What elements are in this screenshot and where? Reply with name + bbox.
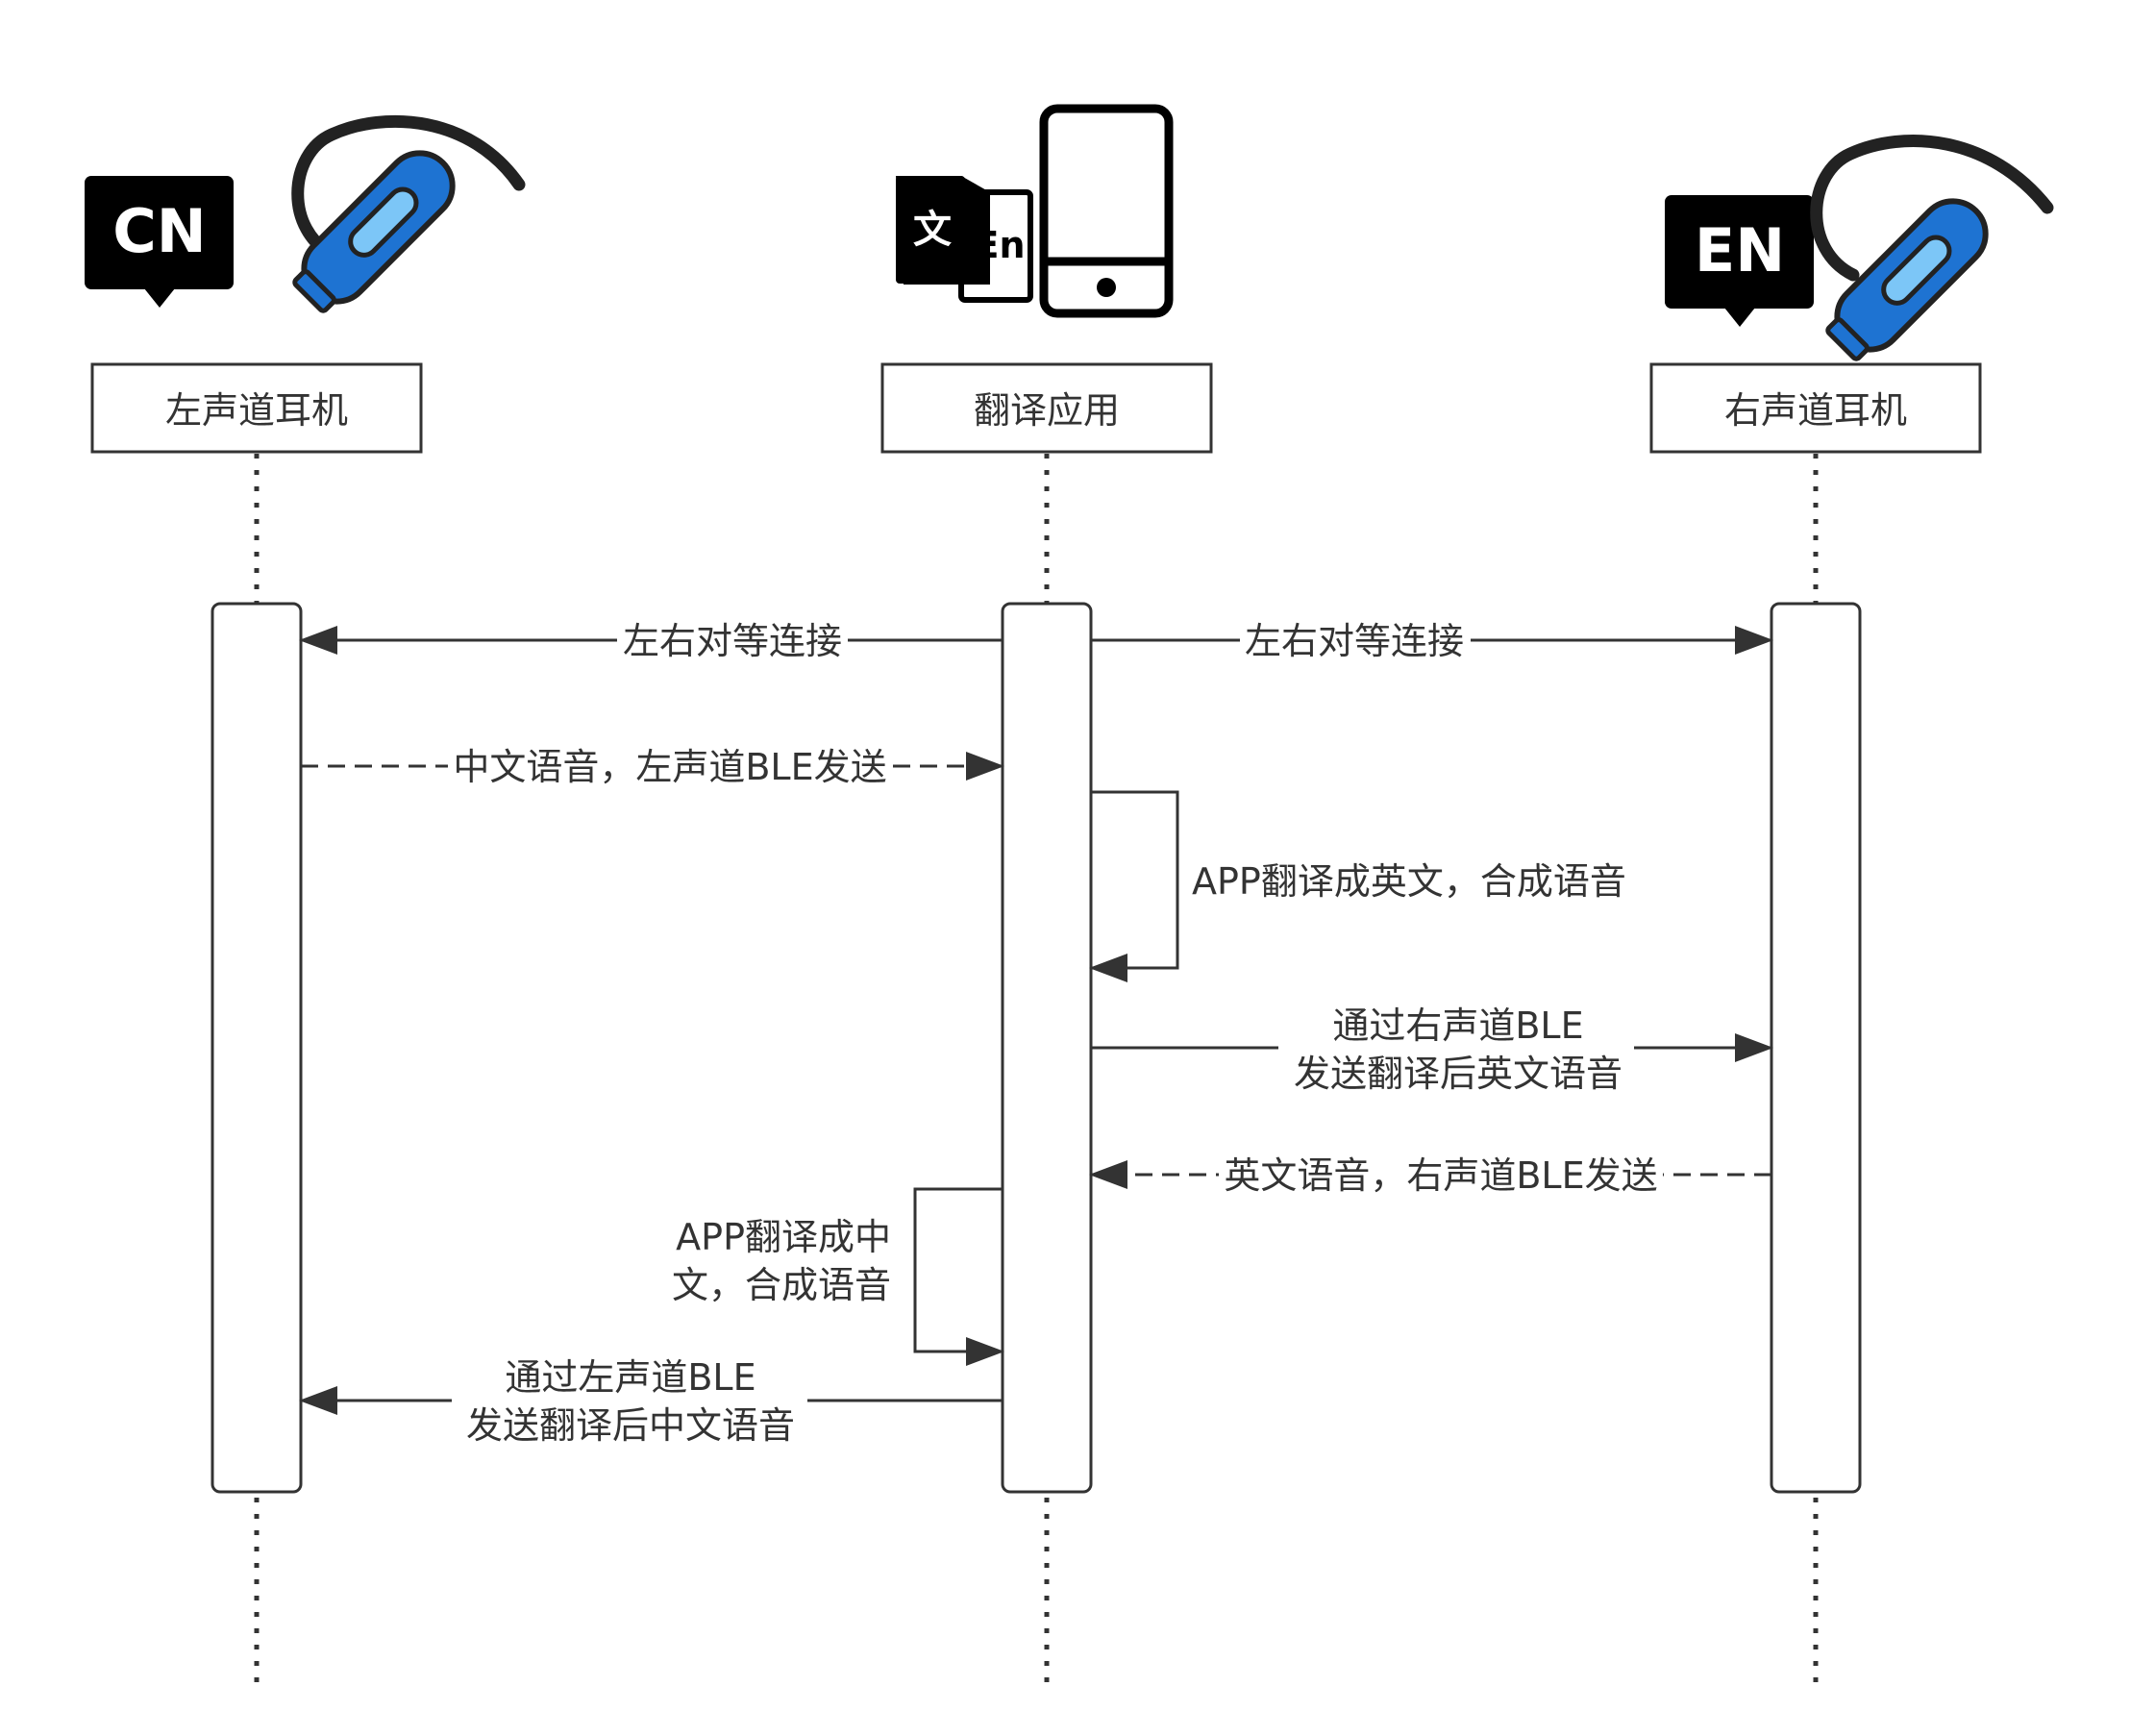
message-5-arrow: 通过右声道BLE 发送翻译后英文语音 (1091, 1000, 1773, 1096)
activation-right (1770, 602, 1862, 1494)
message-7-label-line2: 文，合成语音 (672, 1264, 891, 1306)
en-badge-icon: EN (1665, 195, 1814, 327)
message-5-label-line2: 发送翻译后英文语音 (1294, 1053, 1622, 1095)
participant-right: 右声道耳机 (1649, 362, 1982, 454)
cn-badge-text: CN (112, 196, 206, 266)
participant-left: 左声道耳机 (90, 362, 423, 454)
message-6-arrow: 英文语音，右声道BLE发送 (1089, 1152, 1771, 1198)
message-2-label: 左右对等连接 (1245, 620, 1464, 662)
participant-app: 翻译应用 (880, 362, 1213, 454)
en-badge-text: EN (1695, 215, 1785, 285)
message-4-label: APP翻译成英文，合成语音 (1192, 860, 1626, 903)
message-1-label: 左右对等连接 (623, 620, 842, 662)
message-3-label: 中文语音，左声道BLE发送 (453, 746, 886, 788)
activation-app (1001, 602, 1093, 1494)
participant-right-label: 右声道耳机 (1724, 389, 1907, 432)
phone-icon (1039, 104, 1174, 318)
message-6-label: 英文语音，右声道BLE发送 (1224, 1154, 1657, 1197)
participant-app-label: 翻译应用 (974, 389, 1120, 432)
activation-left (211, 602, 303, 1494)
message-8-arrow: 通过左声道BLE 发送翻译后中文语音 (299, 1353, 1003, 1450)
participant-left-label: 左声道耳机 (165, 389, 348, 432)
message-8-label-line2: 发送翻译后中文语音 (466, 1404, 795, 1447)
left-earbud-icon (291, 114, 526, 313)
message-1-arrow: 左右对等连接 (299, 617, 1003, 663)
message-5-label-line1: 通过右声道BLE (1332, 1004, 1583, 1047)
message-7-label-line1: APP翻译成中 (676, 1216, 891, 1258)
cn-badge-icon: CN (85, 176, 234, 308)
translate-glyph-cn: 文 (913, 208, 952, 252)
message-7-arrow: APP翻译成中 文，合成语音 (672, 1187, 1004, 1366)
message-3-arrow: 中文语音，左声道BLE发送 (301, 743, 1004, 789)
right-earbud-icon (1810, 135, 2054, 361)
message-8-label-line1: 通过左声道BLE (505, 1356, 755, 1399)
translate-glyph-en: En (974, 224, 1025, 266)
translate-icon: 文 En (896, 176, 1033, 303)
message-4-arrow: APP翻译成英文，合成语音 (1089, 790, 1626, 982)
message-2-arrow: 左右对等连接 (1091, 617, 1773, 663)
